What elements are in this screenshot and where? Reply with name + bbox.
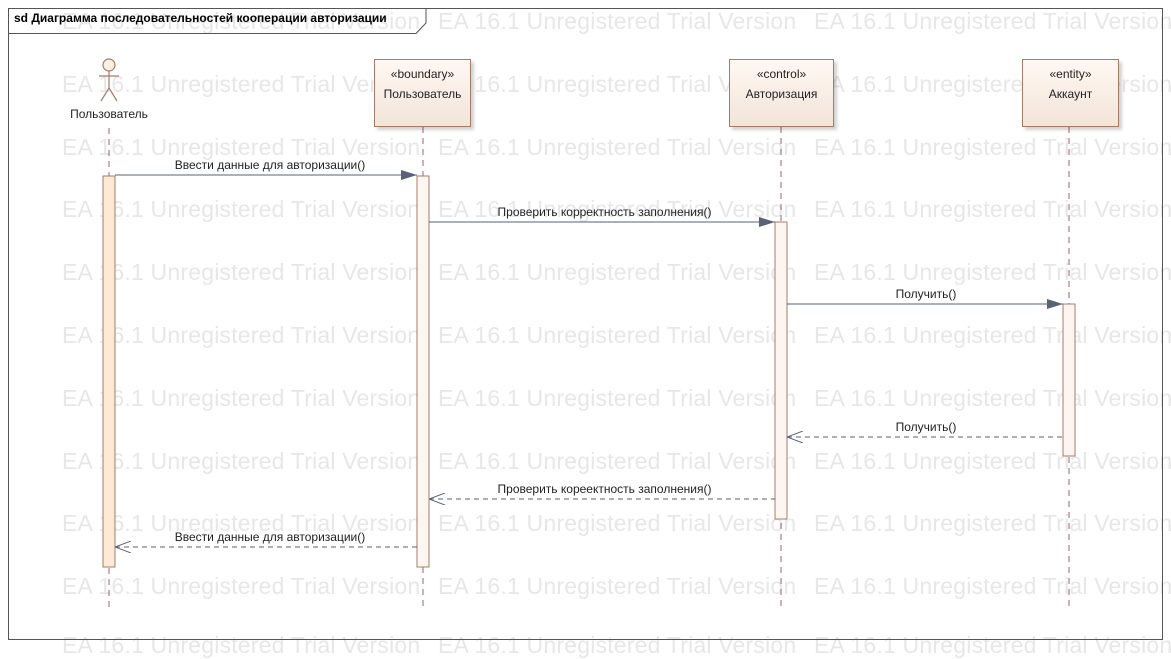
lifeline-name: Аккаунт [1048, 87, 1093, 101]
actor-name: Пользователь [70, 107, 148, 121]
lifeline-box-control[interactable]: «control» Авторизация [729, 59, 834, 127]
actor-icon [99, 58, 119, 102]
message-label-3: Получить() [895, 287, 957, 301]
diagram-frame [8, 8, 1163, 640]
frame-tab [8, 8, 427, 34]
message-label-1: Ввести данные для авторизации() [174, 158, 366, 172]
frame-title: sd Диаграмма последовательностей коопера… [14, 11, 387, 25]
lifeline-stereotype: «control» [756, 67, 807, 81]
lifeline-box-entity[interactable]: «entity» Аккаунт [1022, 59, 1119, 127]
message-label-5: Проверить кореектность заполнения() [497, 482, 712, 496]
lifeline-name: Пользователь [383, 87, 462, 101]
activation-boundary [416, 175, 430, 568]
message-label-4: Получить() [895, 420, 957, 434]
lifeline-stereotype: «boundary» [390, 67, 455, 81]
activation-actor [102, 175, 116, 568]
lifeline-stereotype: «entity» [1049, 67, 1092, 81]
activation-entity [1062, 303, 1076, 457]
message-label-2: Проверить корректность заполнения() [497, 205, 712, 219]
lifeline-name: Авторизация [745, 87, 818, 101]
activation-control [774, 221, 788, 520]
lifeline-box-boundary[interactable]: «boundary» Пользователь [374, 59, 471, 127]
message-label-6: Ввести данные для авторизации() [174, 530, 366, 544]
